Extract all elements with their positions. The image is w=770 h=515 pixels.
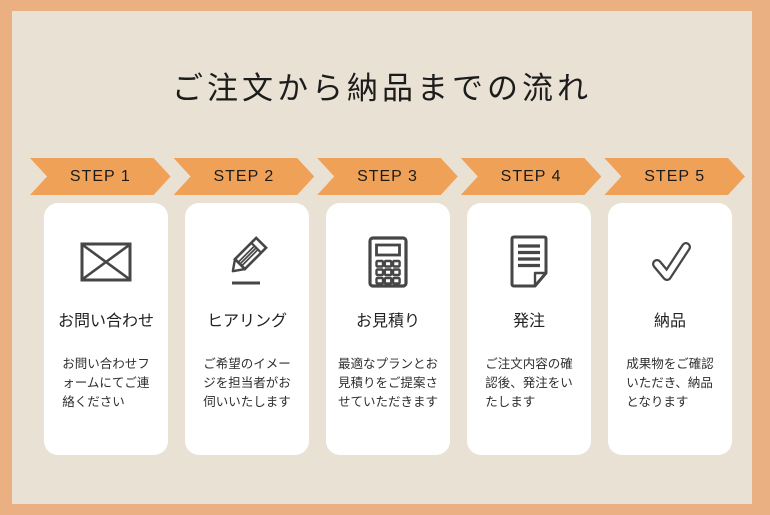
step-card-description: ご希望のイメー ジを担当者がお 伺いいたします [203, 357, 291, 409]
check-icon [645, 231, 695, 293]
step-card-description: お問い合わせフ ォームにてご連 絡ください [62, 357, 150, 409]
document-icon [506, 231, 552, 293]
pencil-icon [221, 231, 273, 293]
step-arrow-5: STEP 5 [604, 158, 745, 195]
step-card-description: 成果物をご確認 いただき、納品 となります [626, 357, 714, 409]
step-arrow-3: STEP 3 [317, 158, 458, 195]
step-card-delivery: 納品 成果物をご確認 いただき、納品 となります [608, 203, 732, 455]
step-arrow-2: STEP 2 [174, 158, 315, 195]
step-card-order: 発注 ご注文内容の確 認後、発注をい たします [467, 203, 591, 455]
step-card-description: 最適なプランとお 見積りをご提案さ せていただきます [337, 357, 438, 409]
calculator-icon [368, 231, 408, 293]
step-card-row: お問い合わせ お問い合わせフ ォームにてご連 絡ください ヒアリング [44, 203, 732, 455]
step-card-title: 発注 [512, 313, 545, 330]
step-arrow-4: STEP 4 [461, 158, 602, 195]
step-card-title: 納品 [653, 313, 686, 330]
step-card-estimate: お見積り 最適なプランとお 見積りをご提案さ せていただきます [326, 203, 450, 455]
step-card-title: お見積り [355, 313, 420, 330]
step-label: STEP 3 [357, 167, 418, 185]
step-label: STEP 2 [213, 167, 275, 185]
step-card-description: ご注文内容の確 認後、発注をい たします [485, 357, 573, 409]
step-card-title: お問い合わせ [57, 313, 154, 330]
step-label: STEP 1 [69, 167, 131, 185]
step-card-hearing: ヒアリング ご希望のイメー ジを担当者がお 伺いいたします [185, 203, 309, 455]
envelope-icon [80, 231, 132, 293]
step-arrow-row: STEP 1 STEP 2 STEP 3 STEP 4 STEP 5 [30, 158, 745, 195]
step-card-inquiry: お問い合わせ お問い合わせフ ォームにてご連 絡ください [44, 203, 168, 455]
page-title: ご注文から納品までの流れ [172, 71, 592, 106]
step-card-title: ヒアリング [206, 313, 287, 330]
flow-panel: ご注文から納品までの流れ STEP 1 STEP 2 STEP 3 STEP 4… [12, 11, 752, 504]
step-label: STEP 5 [644, 167, 706, 185]
step-label: STEP 4 [500, 167, 562, 185]
step-arrow-1: STEP 1 [30, 158, 171, 195]
